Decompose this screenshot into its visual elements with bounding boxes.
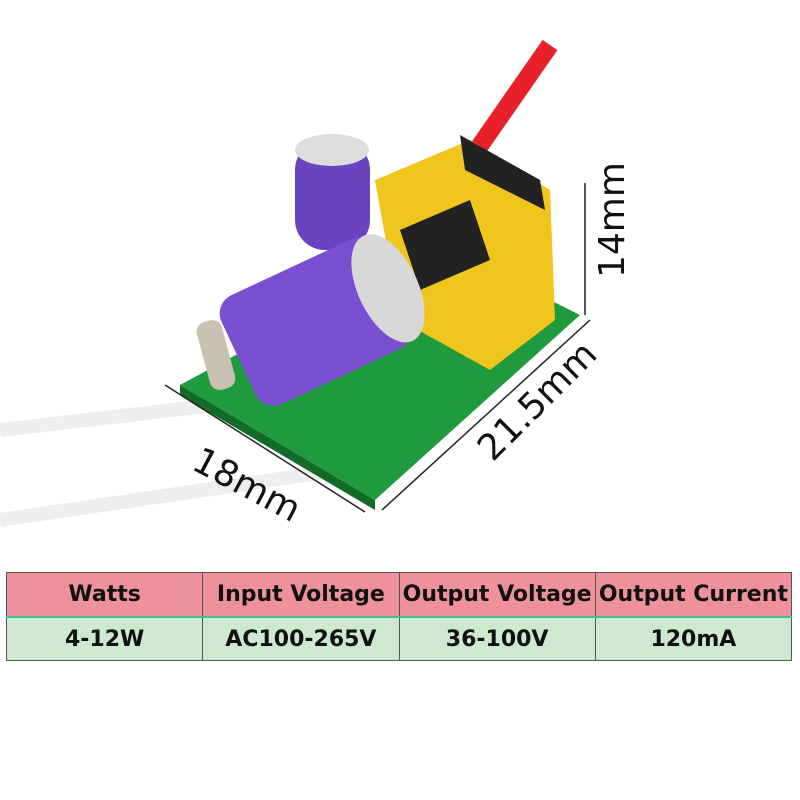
value-watts: 4-12W <box>5 616 204 661</box>
product-photo <box>0 39 591 527</box>
height-dimension-label: 14mm <box>592 162 633 278</box>
spec-table: Watts Input Voltage Output Voltage Outpu… <box>5 572 793 661</box>
header-output-current: Output Current <box>594 572 793 618</box>
red-wire <box>462 39 558 166</box>
spec-value-row: 4-12W AC100-265V 36-100V 120mA <box>5 616 793 661</box>
white-wire <box>0 463 342 527</box>
header-input-voltage: Input Voltage <box>202 572 400 618</box>
dimension-line-width <box>164 384 366 513</box>
resistor <box>196 320 236 390</box>
header-output-voltage: Output Voltage <box>398 572 596 618</box>
dimension-line-length <box>381 319 591 511</box>
value-output-current: 120mA <box>594 616 793 661</box>
value-input-voltage: AC100-265V <box>202 616 400 661</box>
header-watts: Watts <box>5 572 204 618</box>
value-output-voltage: 36-100V <box>398 616 596 661</box>
spec-header-row: Watts Input Voltage Output Voltage Outpu… <box>5 572 793 618</box>
small-capacitor <box>295 140 370 250</box>
large-capacitor <box>219 234 425 406</box>
